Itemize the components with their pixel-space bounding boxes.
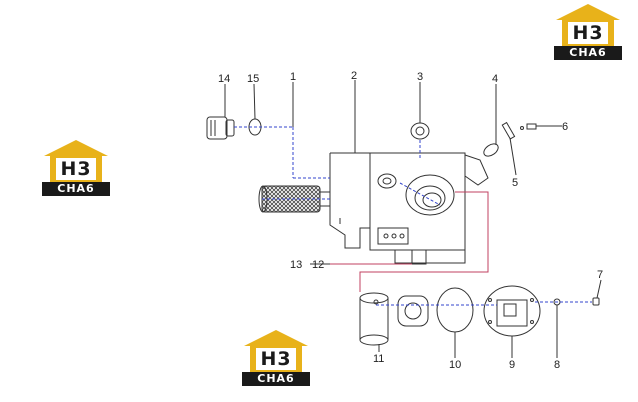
assembly-guide-frame — [330, 191, 489, 292]
part-label-1: 1 — [290, 71, 296, 83]
part-label-2: 2 — [351, 70, 357, 82]
part-11-filter-element — [359, 292, 429, 346]
part-label-9: 9 — [509, 359, 515, 371]
part-label-15: 15 — [247, 73, 259, 85]
part-10-disc — [436, 287, 474, 333]
part-label-10: 10 — [449, 359, 461, 371]
logo-mark: H3 — [56, 158, 96, 180]
logo-text: CHA6 — [42, 182, 110, 196]
logo-roof — [244, 330, 308, 346]
logo-mark: H3 — [568, 22, 608, 44]
logo-roof — [44, 140, 108, 156]
part-label-11: 11 — [373, 353, 384, 365]
brand-logo: H3 CHA6 — [40, 140, 112, 198]
logo-text: CHA6 — [554, 46, 622, 60]
assembly-guide-lines — [234, 126, 592, 306]
part-label-7: 7 — [597, 269, 603, 281]
brand-logo: H3 CHA6 — [240, 330, 312, 388]
part-6-screw — [526, 123, 541, 130]
part-2-housing — [329, 152, 489, 265]
part-label-6: 6 — [562, 121, 568, 133]
part-label-8: 8 — [554, 359, 560, 371]
part-label-13: 13 — [290, 259, 302, 271]
part-14-cap — [206, 116, 235, 140]
part-label-3: 3 — [417, 71, 423, 83]
part-label-5: 5 — [512, 177, 518, 189]
part-9-cover — [483, 285, 541, 337]
logo-mark: H3 — [256, 348, 296, 370]
part-label-12: 12 — [312, 259, 324, 271]
brand-logo: H3 CHA6 — [552, 4, 624, 62]
part-7-nut — [592, 297, 600, 306]
part-3-grommet — [410, 122, 430, 140]
logo-text: CHA6 — [242, 372, 310, 386]
part-label-4: 4 — [492, 73, 498, 85]
part-label-14: 14 — [218, 73, 230, 85]
part-5-strap — [501, 121, 516, 140]
callout-leaders — [224, 80, 602, 358]
part-4-gasket — [483, 143, 499, 157]
part-6-washer — [520, 126, 524, 130]
logo-roof — [556, 4, 620, 20]
